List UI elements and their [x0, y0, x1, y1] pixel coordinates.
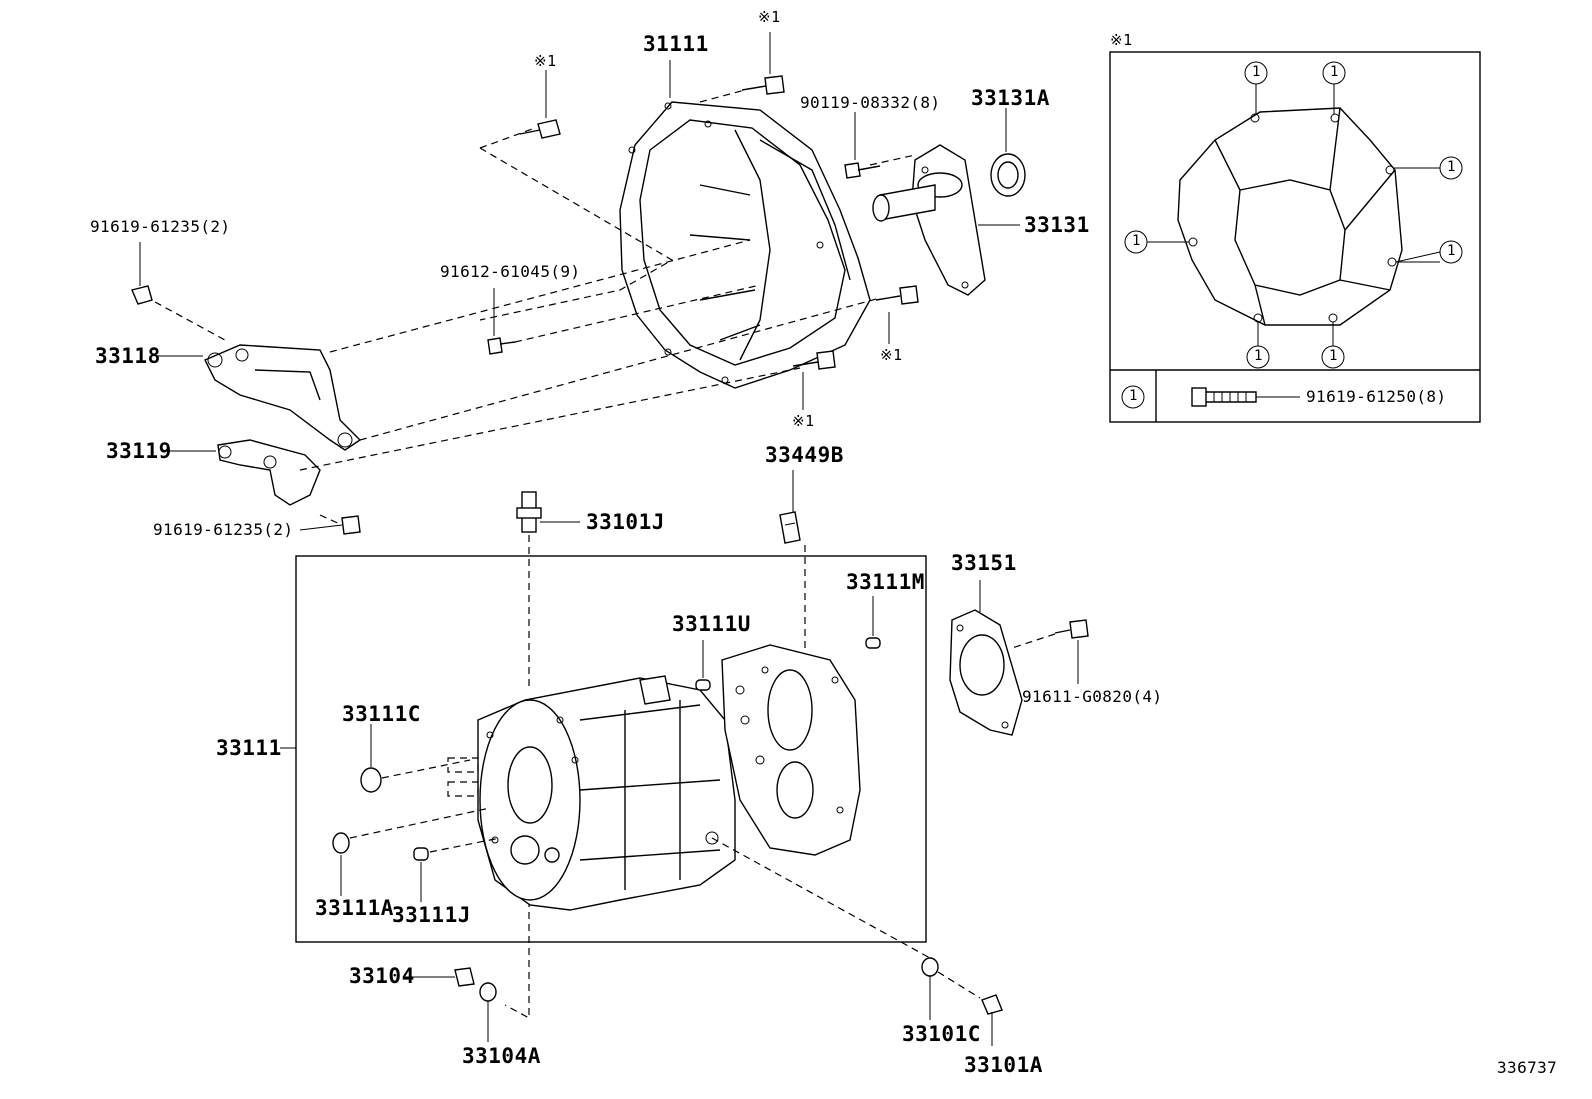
- plug-33111A[interactable]: [332, 832, 350, 854]
- intermediate-plate[interactable]: [721, 644, 861, 856]
- plug-33111C[interactable]: [360, 767, 382, 793]
- retainer-33151[interactable]: [949, 609, 1023, 736]
- label-note1-a: ※1: [534, 52, 557, 70]
- label-note1-b: ※1: [758, 8, 781, 26]
- label-33119: 33119: [106, 439, 172, 463]
- label-91619-top: 91619-61235(2): [90, 217, 231, 236]
- bolt-note1-b[interactable]: [741, 75, 785, 95]
- label-33449B: 33449B: [765, 443, 844, 467]
- bolt-91611[interactable]: [1054, 619, 1089, 639]
- label-33111U: 33111U: [672, 612, 751, 636]
- transmission-case-33111[interactable]: [477, 675, 736, 911]
- inset-circle-4: 1: [1132, 233, 1141, 249]
- inset-circle-6: 1: [1254, 348, 1263, 364]
- bolt-90119[interactable]: [844, 162, 881, 179]
- label-33111C: 33111C: [342, 702, 421, 726]
- inset-circle-2: 1: [1330, 64, 1339, 80]
- pin-33111M[interactable]: [865, 637, 881, 649]
- label-33151: 33151: [951, 551, 1017, 575]
- label-90119: 90119-08332(8): [800, 93, 941, 112]
- label-inset-bolt: 91619-61250(8): [1306, 387, 1447, 406]
- label-33101C: 33101C: [902, 1022, 981, 1046]
- bolt-91612[interactable]: [487, 337, 516, 355]
- stud-33101J[interactable]: [516, 491, 580, 533]
- label-33104: 33104: [349, 964, 415, 988]
- label-33104A: 33104A: [462, 1044, 541, 1068]
- bolt-note1-c[interactable]: [875, 285, 919, 305]
- bolt-note1-d[interactable]: [792, 350, 836, 370]
- label-31111-top: 31111: [643, 32, 709, 56]
- gasket-33101C[interactable]: [921, 957, 939, 977]
- label-33118: 33118: [95, 344, 161, 368]
- bolt-91619-top[interactable]: [131, 285, 153, 305]
- label-33111M: 33111M: [846, 570, 925, 594]
- label-91612: 91612-61045(9): [440, 262, 581, 281]
- bolt-91619-bottom[interactable]: [341, 515, 361, 535]
- label-33101A: 33101A: [964, 1053, 1043, 1077]
- plug-33104[interactable]: [454, 967, 475, 987]
- label-33131A: 33131A: [971, 86, 1050, 110]
- bracket-33118[interactable]: [204, 344, 362, 451]
- inset-circle-5: 1: [1447, 243, 1456, 259]
- inset-bolt-locations: [1109, 51, 1481, 423]
- label-33131: 33131: [1024, 213, 1090, 237]
- label-note1-inset: ※1: [1110, 31, 1133, 49]
- plug-33101A[interactable]: [981, 994, 1003, 1015]
- gasket-33104A[interactable]: [479, 982, 497, 1002]
- label-91619-bottom: 91619-61235(2): [153, 520, 294, 539]
- label-33101J: 33101J: [586, 510, 665, 534]
- label-note1-d: ※1: [792, 412, 815, 430]
- case-assembly-box: [295, 555, 927, 943]
- pin-33111J[interactable]: [413, 847, 429, 861]
- oil-seal-33131A[interactable]: [990, 153, 1026, 197]
- inset-circle-3: 1: [1447, 159, 1456, 175]
- diagram-id: 336737: [1497, 1058, 1558, 1077]
- pin-33111U[interactable]: [695, 679, 711, 691]
- label-33111A: 33111A: [315, 896, 394, 920]
- breather-33449B[interactable]: [779, 511, 801, 544]
- label-note1-c: ※1: [880, 346, 903, 364]
- label-33111J: 33111J: [392, 903, 471, 927]
- bracket-33119[interactable]: [217, 439, 321, 506]
- inset-circle-1: 1: [1252, 64, 1261, 80]
- inset-circle-legend: 1: [1129, 388, 1138, 404]
- label-33111-side: 33111: [216, 736, 282, 760]
- extension-housing-33131[interactable]: [872, 144, 986, 296]
- inset-circle-7: 1: [1329, 348, 1338, 364]
- bolt-note1-a[interactable]: [519, 119, 561, 139]
- label-91611: 91611-G0820(4): [1022, 687, 1163, 706]
- clutch-housing-31111[interactable]: [619, 101, 871, 389]
